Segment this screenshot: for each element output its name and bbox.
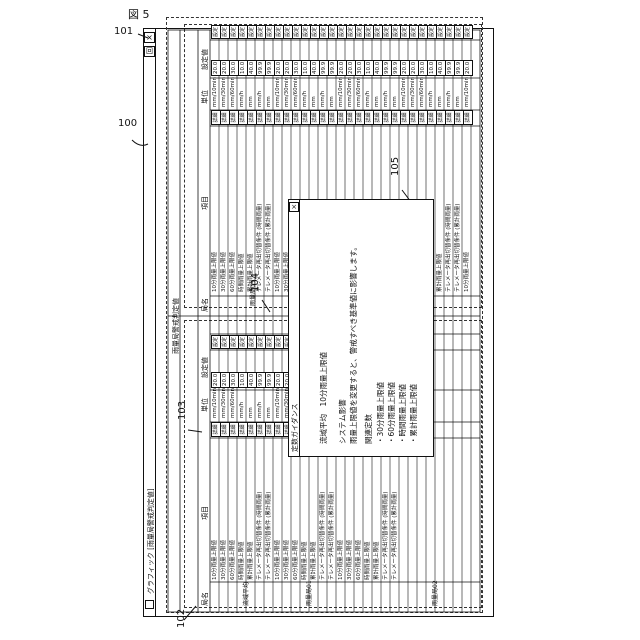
header-unit-right: 単位 xyxy=(200,90,210,104)
right-detail-button[interactable]: 詳細 xyxy=(463,110,473,125)
right-item-label: テレメータ再出切替条件 (累計雨量) xyxy=(265,203,273,292)
guidance-heading: 流域平均 10分雨量上限値 xyxy=(318,352,329,444)
left-unit: mm xyxy=(247,407,255,418)
right-unit: mm xyxy=(265,96,273,107)
left-item-label: テレメータ再出切替条件 (累計雨量) xyxy=(391,491,399,580)
left-item-label: 10分雨量上限値 xyxy=(337,540,345,580)
header-item-right: 項目 xyxy=(200,196,210,210)
right-value: 20.0 xyxy=(463,60,473,76)
right-unit: mm/10min xyxy=(400,77,408,107)
left-item-label: 10分雨量上限値 xyxy=(211,540,219,580)
right-unit: mm/h xyxy=(445,91,453,107)
right-unit: mm/30min xyxy=(409,77,417,107)
guidance-popup-title: 定数ガイダンス xyxy=(290,403,300,452)
left-item-label: テレメータ再出切替条件 (時間雨量) xyxy=(382,491,390,580)
right-item-label: 時間雨量上限値 xyxy=(238,253,246,292)
right-item-label: 10分雨量上限値 xyxy=(463,252,471,292)
left-item-label: 累計雨量上限値 xyxy=(310,541,318,580)
left-item-label: 30分雨量上限値 xyxy=(346,540,354,580)
guidance-section-2: 関連定数 xyxy=(363,414,374,444)
right-item-label: 10分雨量上限値 xyxy=(211,252,219,292)
right-unit: mm xyxy=(391,96,399,107)
right-setting-button[interactable]: 設定 xyxy=(463,25,473,39)
left-item-label: 60分雨量上限値 xyxy=(355,540,363,580)
left-item-label: テレメータ再出切替条件 (累計雨量) xyxy=(328,491,336,580)
right-unit: mm/10min xyxy=(463,77,471,107)
right-unit: mm/h xyxy=(301,91,309,107)
guidance-related-0: ・30分雨量上限値 xyxy=(375,382,386,444)
header-value-right: 設定値 xyxy=(200,49,210,70)
header-unit-left: 単位 xyxy=(200,398,210,412)
guidance-section-1: システム影響 xyxy=(337,399,348,444)
right-unit: mm xyxy=(436,96,444,107)
left-item-label: 30分雨量上限値 xyxy=(220,540,228,580)
left-item-label: 60分雨量上限値 xyxy=(229,540,237,580)
right-unit: mm/60min xyxy=(229,77,237,107)
left-unit: mm/10min xyxy=(211,388,219,418)
right-item-label: 30分雨量上限値 xyxy=(220,252,228,292)
left-item-label: 10分雨量上限値 xyxy=(274,540,282,580)
right-item-label: 累計雨量上限値 xyxy=(247,253,255,292)
left-unit: mm/10min xyxy=(274,388,282,418)
right-unit: mm xyxy=(373,96,381,107)
right-unit: mm xyxy=(247,96,255,107)
right-unit: mm/h xyxy=(256,91,264,107)
left-unit: mm/60min xyxy=(229,388,237,418)
right-unit: mm/30min xyxy=(220,77,228,107)
center-header: 雨量局警戒判定値 xyxy=(171,298,181,354)
left-item-label: 累計雨量上限値 xyxy=(247,541,255,580)
right-unit: mm/10min xyxy=(274,77,282,107)
station-left-2: 雨量局02 xyxy=(430,580,439,606)
left-item-label: テレメータ再出切替条件 (時間雨量) xyxy=(319,491,327,580)
right-unit: mm/h xyxy=(382,91,390,107)
guidance-related-1: ・60分雨量上限値 xyxy=(386,382,397,444)
header-station-left: 局名 xyxy=(200,592,210,606)
left-unit: mm/h xyxy=(256,402,264,418)
guidance-related-2: ・時間雨量上限値 xyxy=(397,384,408,444)
left-item-label: 60分雨量上限値 xyxy=(292,540,300,580)
right-unit: mm/h xyxy=(319,91,327,107)
header-value-left: 設定値 xyxy=(200,357,210,378)
left-item-label: 時間雨量上限値 xyxy=(364,541,372,580)
right-unit: mm xyxy=(454,96,462,107)
right-unit: mm/h xyxy=(364,91,372,107)
guidance-related-3: ・累計雨量上限値 xyxy=(408,384,419,444)
right-item-label: テレメータ再出切替条件 (時間雨量) xyxy=(256,203,264,292)
right-item-label: 10分雨量上限値 xyxy=(274,252,282,292)
right-item-label: テレメータ再出切替条件 (時間雨量) xyxy=(445,203,453,292)
right-unit: mm/30min xyxy=(346,77,354,107)
left-unit: mm xyxy=(265,407,273,418)
left-item-label: 累計雨量上限値 xyxy=(373,541,381,580)
guidance-section-1-body: 雨量上限値を変更すると、警戒すべき基準値に影響します。 xyxy=(348,243,359,444)
left-item-label: 時間雨量上限値 xyxy=(238,541,246,580)
right-unit: mm/h xyxy=(238,91,246,107)
left-item-label: テレメータ再出切替条件 (時間雨量) xyxy=(256,491,264,580)
station-left-1: 雨量局01 xyxy=(304,580,313,606)
left-unit: mm/30min xyxy=(220,388,228,418)
right-unit: mm/60min xyxy=(292,77,300,107)
left-item-label: 時間雨量上限値 xyxy=(301,541,309,580)
right-unit: mm xyxy=(310,96,318,107)
right-unit: mm/h xyxy=(427,91,435,107)
header-station-right: 局名 xyxy=(200,298,210,312)
right-item-label: 60分雨量上限値 xyxy=(229,252,237,292)
header-item-left: 項目 xyxy=(200,506,210,520)
left-item-label: 30分雨量上限値 xyxy=(283,540,291,580)
right-unit: mm/60min xyxy=(418,77,426,107)
left-item-label: テレメータ再出切替条件 (累計雨量) xyxy=(265,491,273,580)
right-unit: mm/60min xyxy=(355,77,363,107)
guidance-close-button[interactable]: × xyxy=(289,202,299,212)
right-unit: mm/30min xyxy=(283,77,291,107)
left-unit: mm/h xyxy=(238,402,246,418)
right-item-label: テレメータ再出切替条件 (累計雨量) xyxy=(454,203,462,292)
right-unit: mm/10min xyxy=(211,77,219,107)
right-item-label: 累計雨量上限値 xyxy=(436,253,444,292)
right-unit: mm xyxy=(328,96,336,107)
station-left-0: 流域平均 xyxy=(241,582,250,606)
right-unit: mm/10min xyxy=(337,77,345,107)
